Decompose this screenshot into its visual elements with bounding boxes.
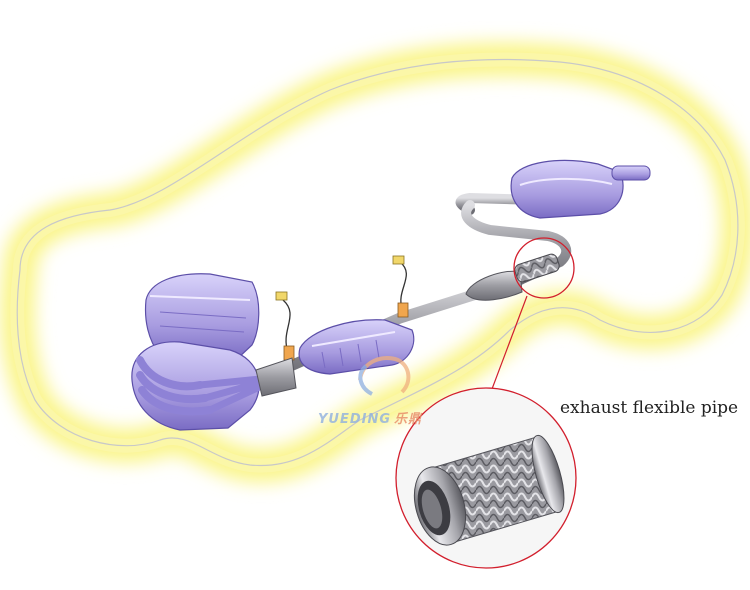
watermark-chinese: 乐鼎 [394, 412, 423, 427]
catalytic-converter [298, 319, 415, 375]
callout-label: exhaust flexible pipe [560, 398, 739, 418]
resonator [465, 270, 523, 301]
exhaust-manifold [136, 356, 297, 416]
engine-block [131, 273, 260, 431]
callout-line [491, 295, 528, 390]
muffler [455, 159, 651, 219]
flexible-pipe-location [513, 237, 575, 299]
car-body-outline [0, 42, 750, 483]
oxygen-sensor-front [275, 291, 295, 361]
flexible-pipe-zoom-view [395, 387, 577, 569]
oxygen-sensor-rear [392, 255, 409, 318]
brand-logo [358, 356, 411, 396]
watermark-latin: YUEDING [318, 412, 392, 427]
